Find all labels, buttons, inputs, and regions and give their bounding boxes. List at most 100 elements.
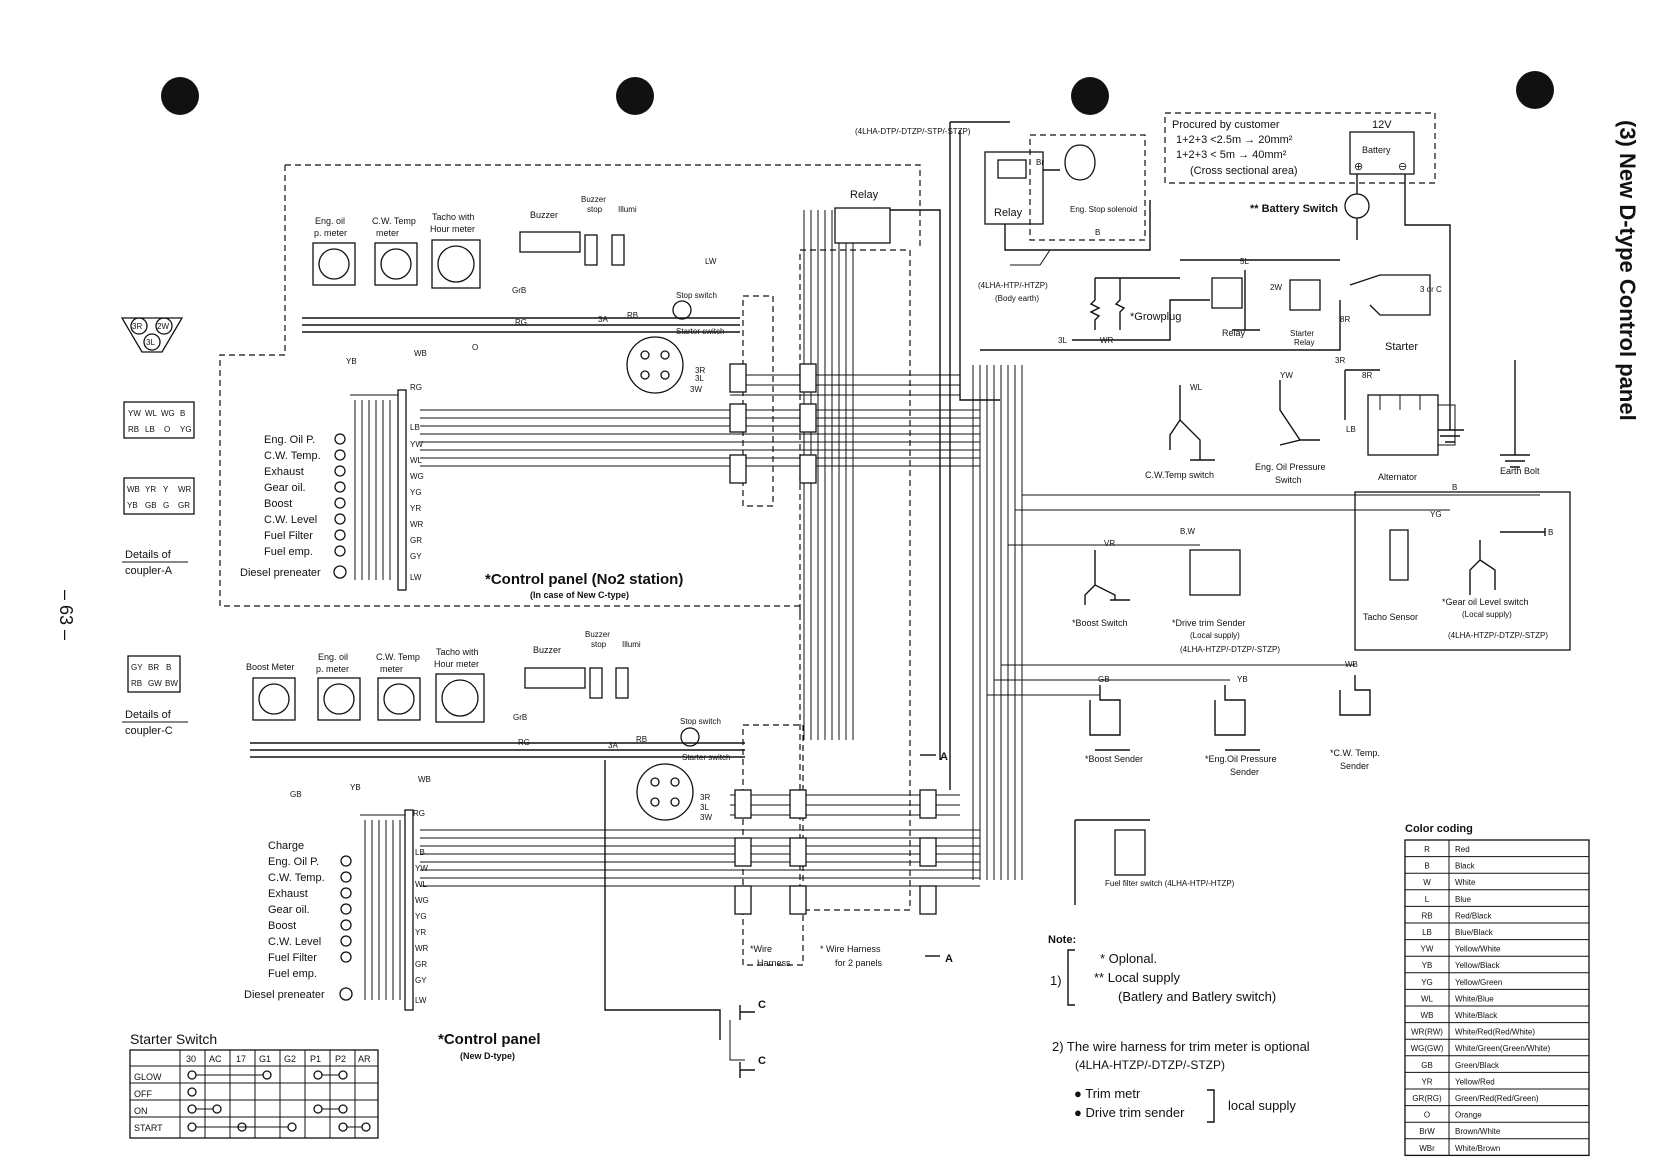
color-name: White/Brown (1455, 1144, 1500, 1153)
color-name: Yellow/White (1455, 945, 1501, 954)
svg-text:GY: GY (410, 552, 422, 561)
relay-top (984, 151, 1044, 225)
svg-text:OFF: OFF (134, 1089, 152, 1099)
svg-text:GrB: GrB (512, 286, 526, 295)
svg-text:local supply: local supply (1228, 1098, 1296, 1113)
svg-text:RB: RB (128, 425, 139, 434)
svg-text:YG: YG (180, 425, 192, 434)
svg-text:WL: WL (415, 880, 428, 889)
svg-text:3R: 3R (132, 322, 142, 331)
svg-text:3L: 3L (695, 374, 704, 383)
control-panel-no2: Eng. oil p. meter C.W. Temp meter Tacho … (219, 164, 921, 615)
svg-text:Eng. Oil P.: Eng. Oil P. (268, 856, 319, 868)
svg-text:RB: RB (636, 735, 647, 744)
svg-text:Color coding: Color coding (1405, 823, 1473, 835)
gauge-cw-temp-top: C.W. Temp meter (372, 216, 418, 286)
svg-text:Sender: Sender (1340, 761, 1369, 771)
svg-text:LW: LW (705, 257, 717, 266)
svg-text:Alternator: Alternator (1378, 472, 1417, 482)
svg-text:*Wire: *Wire (750, 944, 772, 954)
svg-text:YW: YW (410, 440, 423, 449)
color-name: Blue/Black (1455, 928, 1494, 937)
starter-key-switch-icon (636, 763, 694, 821)
svg-text:GR: GR (410, 536, 422, 545)
svg-text:C.W. Level: C.W. Level (268, 936, 321, 948)
svg-text:WR: WR (410, 520, 424, 529)
svg-text:3R: 3R (695, 366, 705, 375)
svg-text:C.W.Temp switch: C.W.Temp switch (1145, 470, 1214, 480)
color-name: Red (1455, 845, 1470, 854)
svg-text:C.W. Temp: C.W. Temp (376, 652, 420, 662)
svg-text:⊖: ⊖ (1398, 161, 1407, 173)
svg-text:2W: 2W (1270, 283, 1282, 292)
buzzer-icon (519, 231, 581, 253)
color-name: Blue (1455, 895, 1472, 904)
svg-text:stop: stop (587, 205, 603, 214)
svg-text:Fuel Filter: Fuel Filter (264, 530, 313, 542)
svg-text:Switch: Switch (1275, 475, 1302, 485)
svg-text:(4LHA-DTP/-DTZP/-STP/-STZP): (4LHA-DTP/-DTZP/-STP/-STZP) (855, 127, 971, 136)
svg-text:1+2+3 <2.5m → 20mm²: 1+2+3 <2.5m → 20mm² (1176, 134, 1293, 146)
binder-holes (161, 71, 1554, 115)
svg-text:P1: P1 (310, 1054, 321, 1064)
svg-text:*Control panel (No2 station): *Control panel (No2 station) (485, 571, 683, 588)
buzzer-bottom: Buzzer Buzzer stop Illumi (524, 630, 641, 699)
svg-text:GrB: GrB (513, 713, 527, 722)
svg-text:GY: GY (415, 976, 427, 985)
svg-text:Diesel preneater: Diesel preneater (240, 567, 321, 579)
svg-text:O: O (164, 425, 170, 434)
color-code: WB (1421, 1011, 1434, 1020)
svg-text:C.W. Temp.: C.W. Temp. (268, 872, 325, 884)
svg-text:LB: LB (145, 425, 155, 434)
svg-text:3R: 3R (700, 793, 710, 802)
svg-text:Br: Br (1036, 158, 1044, 167)
svg-text:WL: WL (410, 456, 423, 465)
color-code: WL (1421, 994, 1434, 1003)
control-panel-d-type: Boost Meter Eng. oil p. meter C.W. Temp … (244, 630, 937, 1061)
svg-text:Details of: Details of (125, 709, 172, 721)
svg-text:Harness: Harness (757, 958, 791, 968)
svg-text:YB: YB (1237, 675, 1248, 684)
drive-trim-sender-icon (1189, 549, 1241, 596)
svg-text:Starter: Starter (1385, 341, 1418, 353)
svg-text:AC: AC (209, 1054, 222, 1064)
gauge-tacho-top: Tacho with Hour meter (430, 212, 481, 289)
color-code: RB (1421, 911, 1432, 920)
svg-text:GLOW: GLOW (134, 1072, 162, 1082)
fuel-filter-switch-icon (1114, 829, 1146, 876)
svg-text:Starter switch: Starter switch (676, 327, 724, 336)
svg-text:YW: YW (1280, 371, 1293, 380)
svg-text:*Boost Sender: *Boost Sender (1085, 754, 1143, 764)
color-name: Yellow/Red (1455, 1077, 1495, 1086)
svg-text:*Growplug: *Growplug (1130, 311, 1181, 323)
svg-text:VR: VR (1104, 539, 1115, 548)
relay-harness (834, 207, 891, 244)
color-code: R (1424, 845, 1430, 854)
svg-text:Boost: Boost (268, 920, 296, 932)
svg-text:3W: 3W (690, 385, 702, 394)
svg-text:Diesel preneater: Diesel preneater (244, 989, 325, 1001)
svg-text:coupler-A: coupler-A (125, 565, 173, 577)
svg-text:WL: WL (1190, 383, 1203, 392)
svg-text:C: C (758, 999, 766, 1011)
svg-text:Buzzer: Buzzer (581, 195, 606, 204)
alternator-icon (1367, 394, 1439, 456)
color-code: O (1424, 1111, 1430, 1120)
svg-text:● Trim metr: ● Trim metr (1074, 1086, 1141, 1101)
svg-text:1): 1) (1050, 973, 1062, 988)
svg-text:G2: G2 (284, 1054, 296, 1064)
svg-text:LW: LW (415, 996, 427, 1005)
tacho-sensor-icon (1389, 529, 1409, 581)
svg-text:Sender: Sender (1230, 767, 1259, 777)
coupler-c-detail (127, 655, 181, 693)
svg-text:LB: LB (415, 848, 425, 857)
svg-text:BR: BR (148, 663, 159, 672)
color-name: White (1455, 878, 1476, 887)
gauge-tacho-bottom: Tacho with Hour meter (434, 647, 485, 723)
svg-text:Exhaust: Exhaust (264, 466, 304, 478)
svg-text:Battery: Battery (1362, 145, 1391, 155)
svg-text:WR: WR (178, 485, 192, 494)
svg-text:*Gear oil Level switch: *Gear oil Level switch (1442, 597, 1529, 607)
color-code: BrW (1419, 1127, 1435, 1136)
color-code: WBr (1419, 1144, 1435, 1153)
